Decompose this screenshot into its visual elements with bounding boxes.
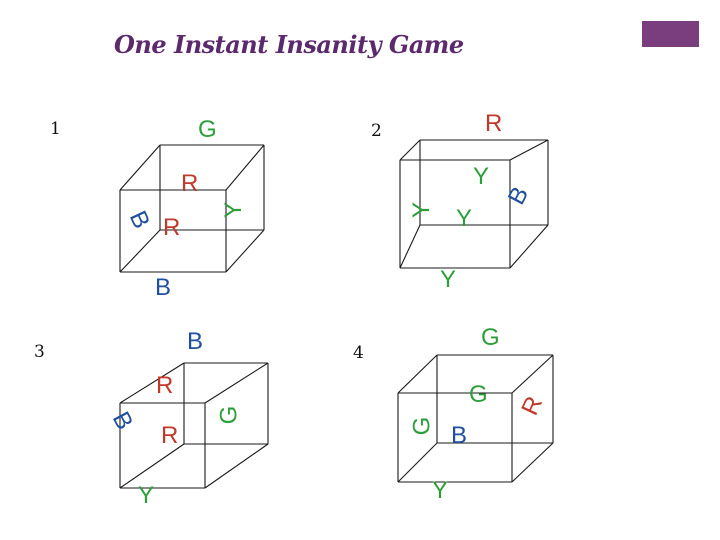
cube-4-front-label: B [451,422,468,449]
cube-2-top-label: R [485,110,503,137]
cube-3-top-label: B [187,328,204,355]
corner-accent-box [642,21,699,47]
cube-3-front-label: R [161,422,179,449]
cube-3-back-label: R [156,372,174,399]
cube-1-back-label: R [181,170,199,197]
cube-4-top-label: G [481,324,500,351]
cube-2-front-label: Y [456,205,473,232]
cube-2-back-label: Y [473,163,490,190]
cube-1-number: 1 [50,119,61,139]
cube-4-number: 4 [353,343,364,363]
cube-4-back-label: G [469,381,488,408]
cube-2-bottom-label: Y [440,266,457,293]
cube-3-number: 3 [34,342,45,362]
cube-4-left-label: G [408,416,436,436]
cube-2-number: 2 [371,121,382,141]
cube-1-top-label: G [198,116,217,143]
cube-1-front-label: R [163,214,181,241]
cube-4-bottom-label: Y [432,477,449,504]
cube-3-bottom-label: Y [138,482,155,509]
cube-1-bottom-label: B [155,274,172,301]
page-title: One Instant Insanity Game [114,30,464,59]
